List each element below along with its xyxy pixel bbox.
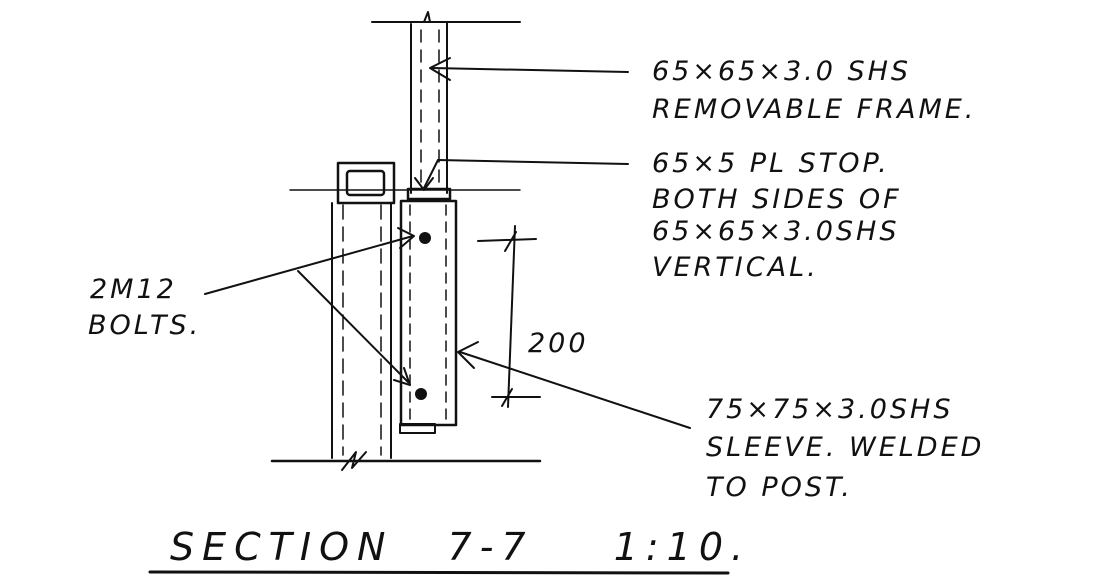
bolt-upper [419, 232, 431, 244]
leaders [204, 57, 691, 429]
section-title: SECTION 7-7 1:10. [170, 525, 751, 569]
sleeve [399, 199, 458, 434]
sleeve-note-line-3: TO POST. [706, 472, 853, 503]
post [331, 161, 396, 471]
stop-note-line-2: BOTH SIDES OF [652, 184, 902, 215]
sleeve-note-line-2: SLEEVE. WELDED [706, 432, 984, 463]
bolts-note-line-2: BOLTS. [88, 310, 201, 341]
frame-note-line-1: 65×65×3.0 SHS [652, 56, 911, 87]
dimension-line [477, 225, 541, 408]
stop-note: 65×5 PL STOP. BOTH SIDES OF 65×65×3.0SHS… [652, 148, 913, 283]
frame-note-line-2: REMOVABLE FRAME. [652, 94, 976, 125]
title-underline [148, 570, 730, 575]
section-title-word: SECTION [170, 525, 393, 569]
reference-lines [270, 21, 542, 463]
dimension-label: 200 [528, 328, 589, 359]
bolt-lower [415, 388, 427, 400]
bolts-note: 2M12 BOLTS. [88, 274, 201, 341]
stop-note-line-3: 65×65×3.0SHS [652, 216, 899, 247]
sleeve-note: 75×75×3.0SHS SLEEVE. WELDED TO POST. [706, 394, 996, 503]
stop-note-line-4: VERTICAL. [652, 252, 819, 283]
section-title-scale: 1:10. [614, 525, 751, 569]
removable-frame [406, 11, 452, 201]
sleeve-note-line-1: 75×75×3.0SHS [706, 394, 953, 425]
bolts-note-line-1: 2M12 [90, 274, 177, 305]
bolts [415, 232, 431, 400]
stop-note-line-1: 65×5 PL STOP. [652, 148, 890, 179]
section-title-ref: 7-7 [448, 525, 534, 569]
frame-note: 65×65×3.0 SHS REMOVABLE FRAME. [652, 56, 976, 125]
